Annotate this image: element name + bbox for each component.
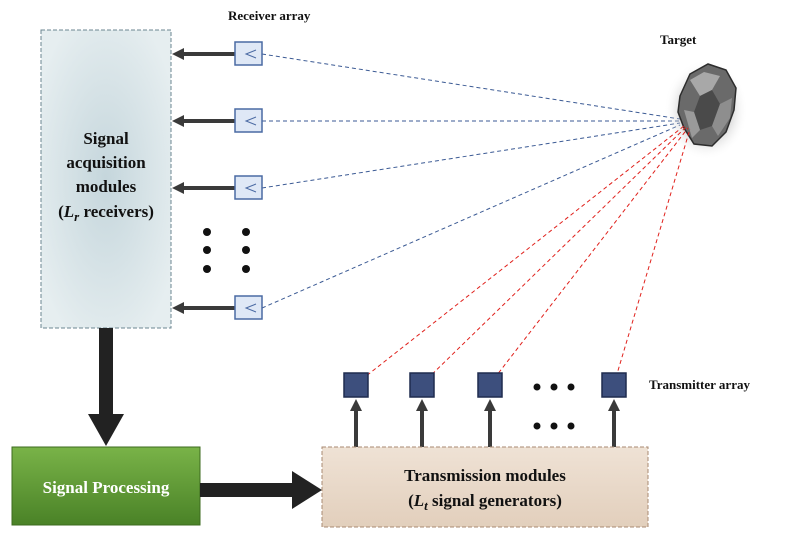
acquisition-label-line4: (Lr receivers) — [58, 202, 154, 224]
transmitter-element — [601, 372, 627, 398]
signal-processing-label: Signal Processing — [43, 478, 170, 497]
transmitter-array-label: Transmitter array — [649, 377, 750, 392]
receiver-ellipsis-dots — [203, 228, 250, 273]
receiver-element — [234, 108, 263, 133]
transmission-modules-block: Transmission modules (Lt signal generato… — [321, 446, 649, 528]
receiver-element — [234, 175, 263, 200]
receiver-array-label: Receiver array — [228, 8, 311, 23]
transmitter-element — [477, 372, 503, 398]
receiver-element — [234, 41, 263, 66]
acquisition-to-processing-arrow — [88, 328, 124, 446]
transmit-rays — [355, 125, 691, 385]
processing-to-transmission-arrow — [200, 471, 322, 509]
target-object-icon — [664, 60, 748, 160]
signal-processing-block: Signal Processing — [11, 446, 201, 526]
receiver-arrows — [172, 48, 235, 314]
transmission-label-line1: Transmission modules — [404, 466, 566, 485]
acquisition-label-line1: Signal — [83, 129, 129, 148]
signal-acquisition-block: Signal acquisition modules (Lr receivers… — [40, 29, 172, 329]
transmitter-element — [409, 372, 435, 398]
target-label: Target — [660, 32, 697, 47]
acquisition-label-line3: modules — [76, 177, 137, 196]
transmission-label-line2: (Lt signal generators) — [408, 491, 562, 513]
receiver-element — [234, 295, 263, 320]
acquisition-label-line2: acquisition — [66, 153, 146, 172]
transmitter-feed-arrows — [350, 399, 620, 447]
transmitter-element — [343, 372, 369, 398]
receiver-rays — [261, 53, 681, 309]
transmitter-ellipsis-dots — [533, 383, 575, 430]
